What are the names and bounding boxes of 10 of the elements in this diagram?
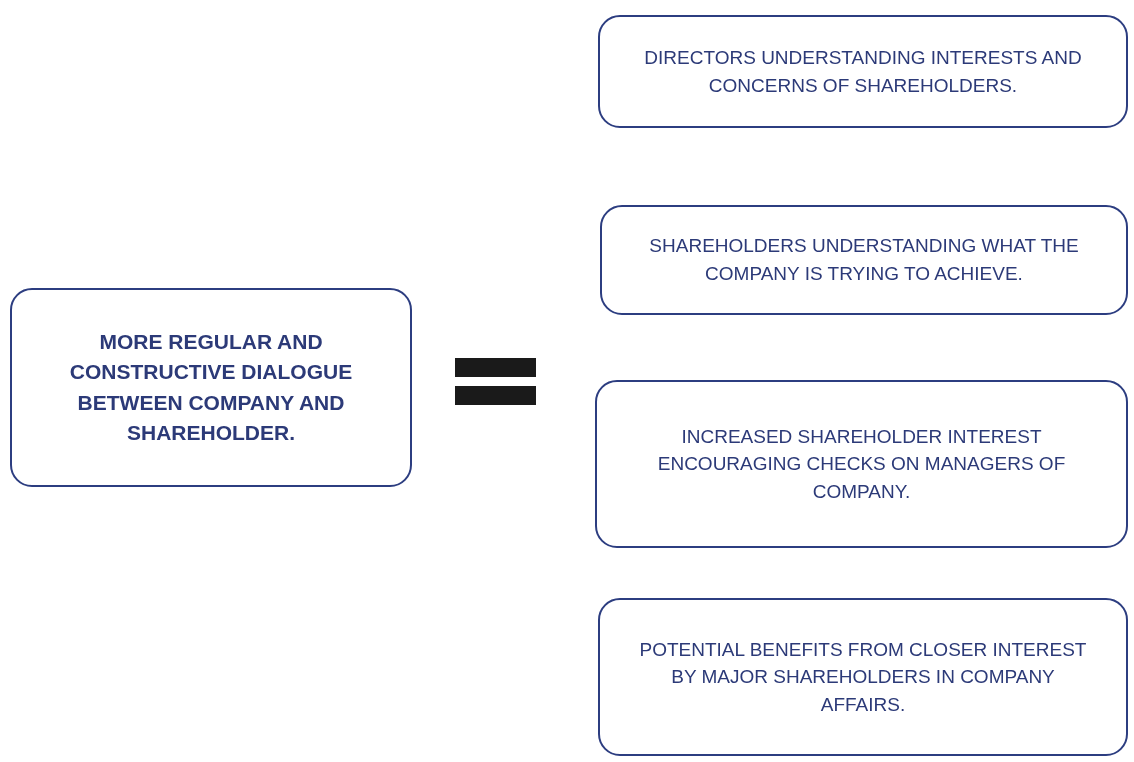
box-text: POTENTIAL BENEFITS FROM CLOSER INTEREST BY MAJOR SHAREHOLDERS IN COMPANY AFFAIRS. (638, 637, 1088, 717)
outcome-box (600, 205, 1128, 315)
box-text: INCREASED SHAREHOLDER INTEREST ENCOURAGING CHECKS ON MANAGERS OF COMPANY. (656, 424, 1067, 504)
outcome-box (598, 15, 1128, 128)
outcome-box (595, 380, 1128, 548)
box-heading: MORE REGULAR AND CONSTRUCTIVE DIALOGUE BETWEEN COMPANY AND SHAREHOLDER. (68, 328, 354, 446)
source-box (10, 288, 412, 487)
box-text: SHAREHOLDERS UNDERSTANDING WHAT THE COMPANY IS TRYING TO ACHIEVE. (648, 234, 1080, 286)
box-text: DIRECTORS UNDERSTANDING INTERESTS AND CONCERNS OF SHAREHOLDERS. (643, 45, 1083, 98)
outcome-box (598, 598, 1128, 756)
